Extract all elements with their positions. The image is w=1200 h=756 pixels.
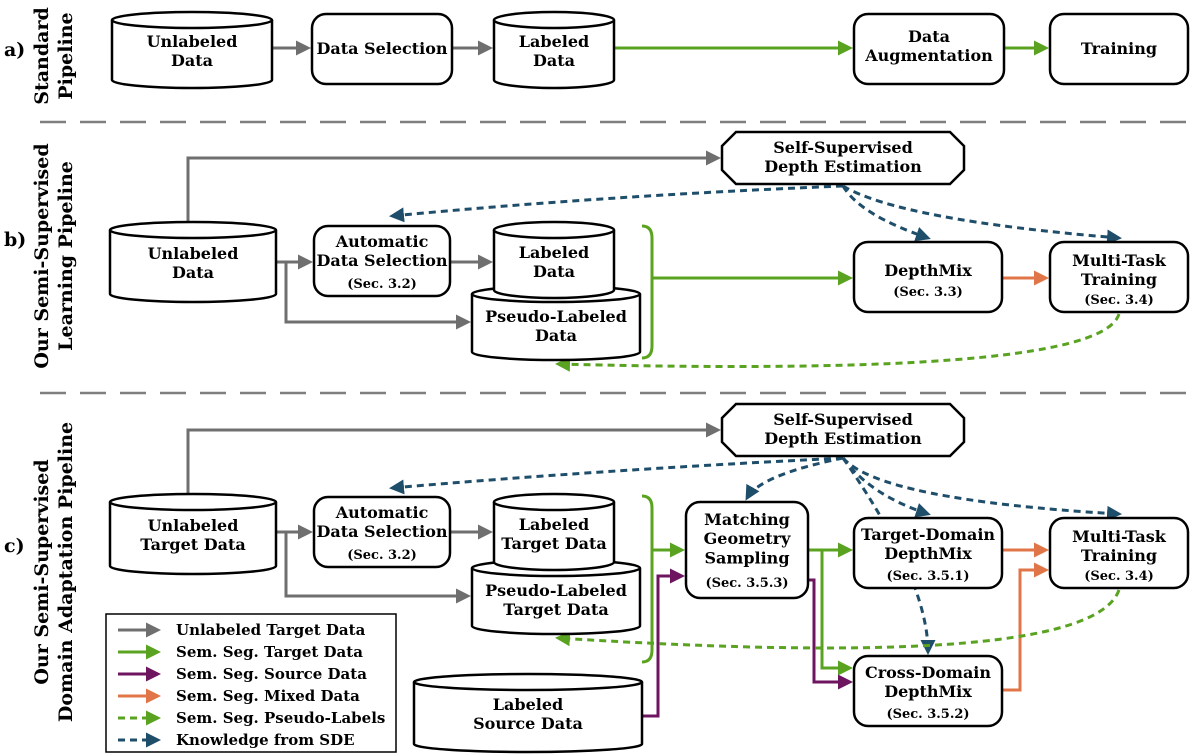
c-target-depthmix-ref: (Sec. 3.5.1) [886, 569, 969, 584]
c-edge-source-to-matching [642, 568, 685, 718]
c-multitask-ref: (Sec. 3.4) [1084, 569, 1154, 584]
b-depthmix-node [852, 240, 1004, 314]
c-edge-sde-to-selection [389, 456, 844, 495]
a-data-selection-node [310, 12, 454, 86]
legend-label: Sem. Seg. Mixed Data [176, 687, 360, 705]
c-selection-ref: (Sec. 3.2) [347, 548, 417, 563]
a-unlabeled-data-node [110, 10, 274, 90]
c-edge-sde-to-matching [745, 456, 844, 501]
b-multitask-node [1048, 240, 1190, 314]
c-matching-node [684, 500, 810, 600]
b-labeled-node [492, 220, 616, 300]
a-training-node [1048, 12, 1190, 86]
c-multitask-node [1048, 516, 1190, 590]
b-edge-unlabeled-to-pseudo [284, 262, 471, 330]
c-cross-depthmix-ref: (Sec. 3.5.2) [886, 707, 969, 722]
c-cross-depthmix-node [852, 654, 1004, 728]
c-pseudo-node [470, 558, 642, 636]
a-training-label: Training [1081, 39, 1157, 58]
legend-label: Knowledge from SDE [176, 731, 355, 749]
b-selection-ref: (Sec. 3.2) [347, 277, 417, 292]
c-selection-node [312, 495, 452, 569]
b-edge-sde-to-selection [389, 184, 844, 223]
c-edge-cross-depthmix-to-multitask [1002, 562, 1049, 692]
c-source-node [412, 672, 644, 754]
c-row-marker: c) [4, 535, 25, 557]
b-depthmix-label: DepthMix [884, 261, 972, 280]
b-depthmix-ref: (Sec. 3.3) [893, 285, 963, 300]
b-selection-node [312, 224, 452, 298]
legend-label: Sem. Seg. Source Data [176, 665, 367, 683]
b-bracket [641, 224, 654, 360]
b-sde-node [720, 130, 966, 186]
c-edge-matching-to-cross-depthmix [820, 550, 853, 676]
c-edge-pseudo-feedback [555, 589, 1121, 650]
c-edge-sde-to-multitask [841, 457, 1122, 521]
b-edge-sde-to-multitask [842, 184, 1122, 245]
legend-label: Unlabeled Target Data [176, 621, 366, 639]
a-augmentation-node [852, 12, 1006, 86]
c-edge-unlabeled-to-pseudo [284, 532, 471, 604]
c-target-depthmix-node [852, 516, 1004, 590]
b-edge-pseudo-feedback [555, 313, 1121, 372]
a-labeled-data-node [492, 10, 616, 90]
legend-label: Sem. Seg. Pseudo-Labels [176, 709, 385, 727]
c-bracket [641, 494, 654, 664]
a-row-marker: a) [4, 39, 25, 61]
c-unlabeled-data-node [108, 492, 278, 576]
b-row-marker: b) [4, 229, 26, 251]
a-data-selection-label: Data Selection [316, 39, 447, 58]
b-multitask-ref: (Sec. 3.4) [1084, 293, 1154, 308]
c-edge-matching-to-cross-source [808, 578, 853, 690]
legend-label: Sem. Seg. Target Data [176, 643, 363, 661]
c-labeled-node [492, 492, 616, 572]
c-matching-ref: (Sec. 3.5.3) [705, 576, 788, 591]
b-unlabeled-data-node [108, 220, 278, 304]
c-edge-unlabeled-to-sde [186, 422, 721, 494]
b-edge-sde-to-depthmix [841, 185, 931, 242]
b-edge-unlabeled-to-sde [186, 150, 721, 222]
c-edge-sde-to-target-depthmix [841, 457, 931, 518]
c-sde-node [720, 402, 966, 458]
